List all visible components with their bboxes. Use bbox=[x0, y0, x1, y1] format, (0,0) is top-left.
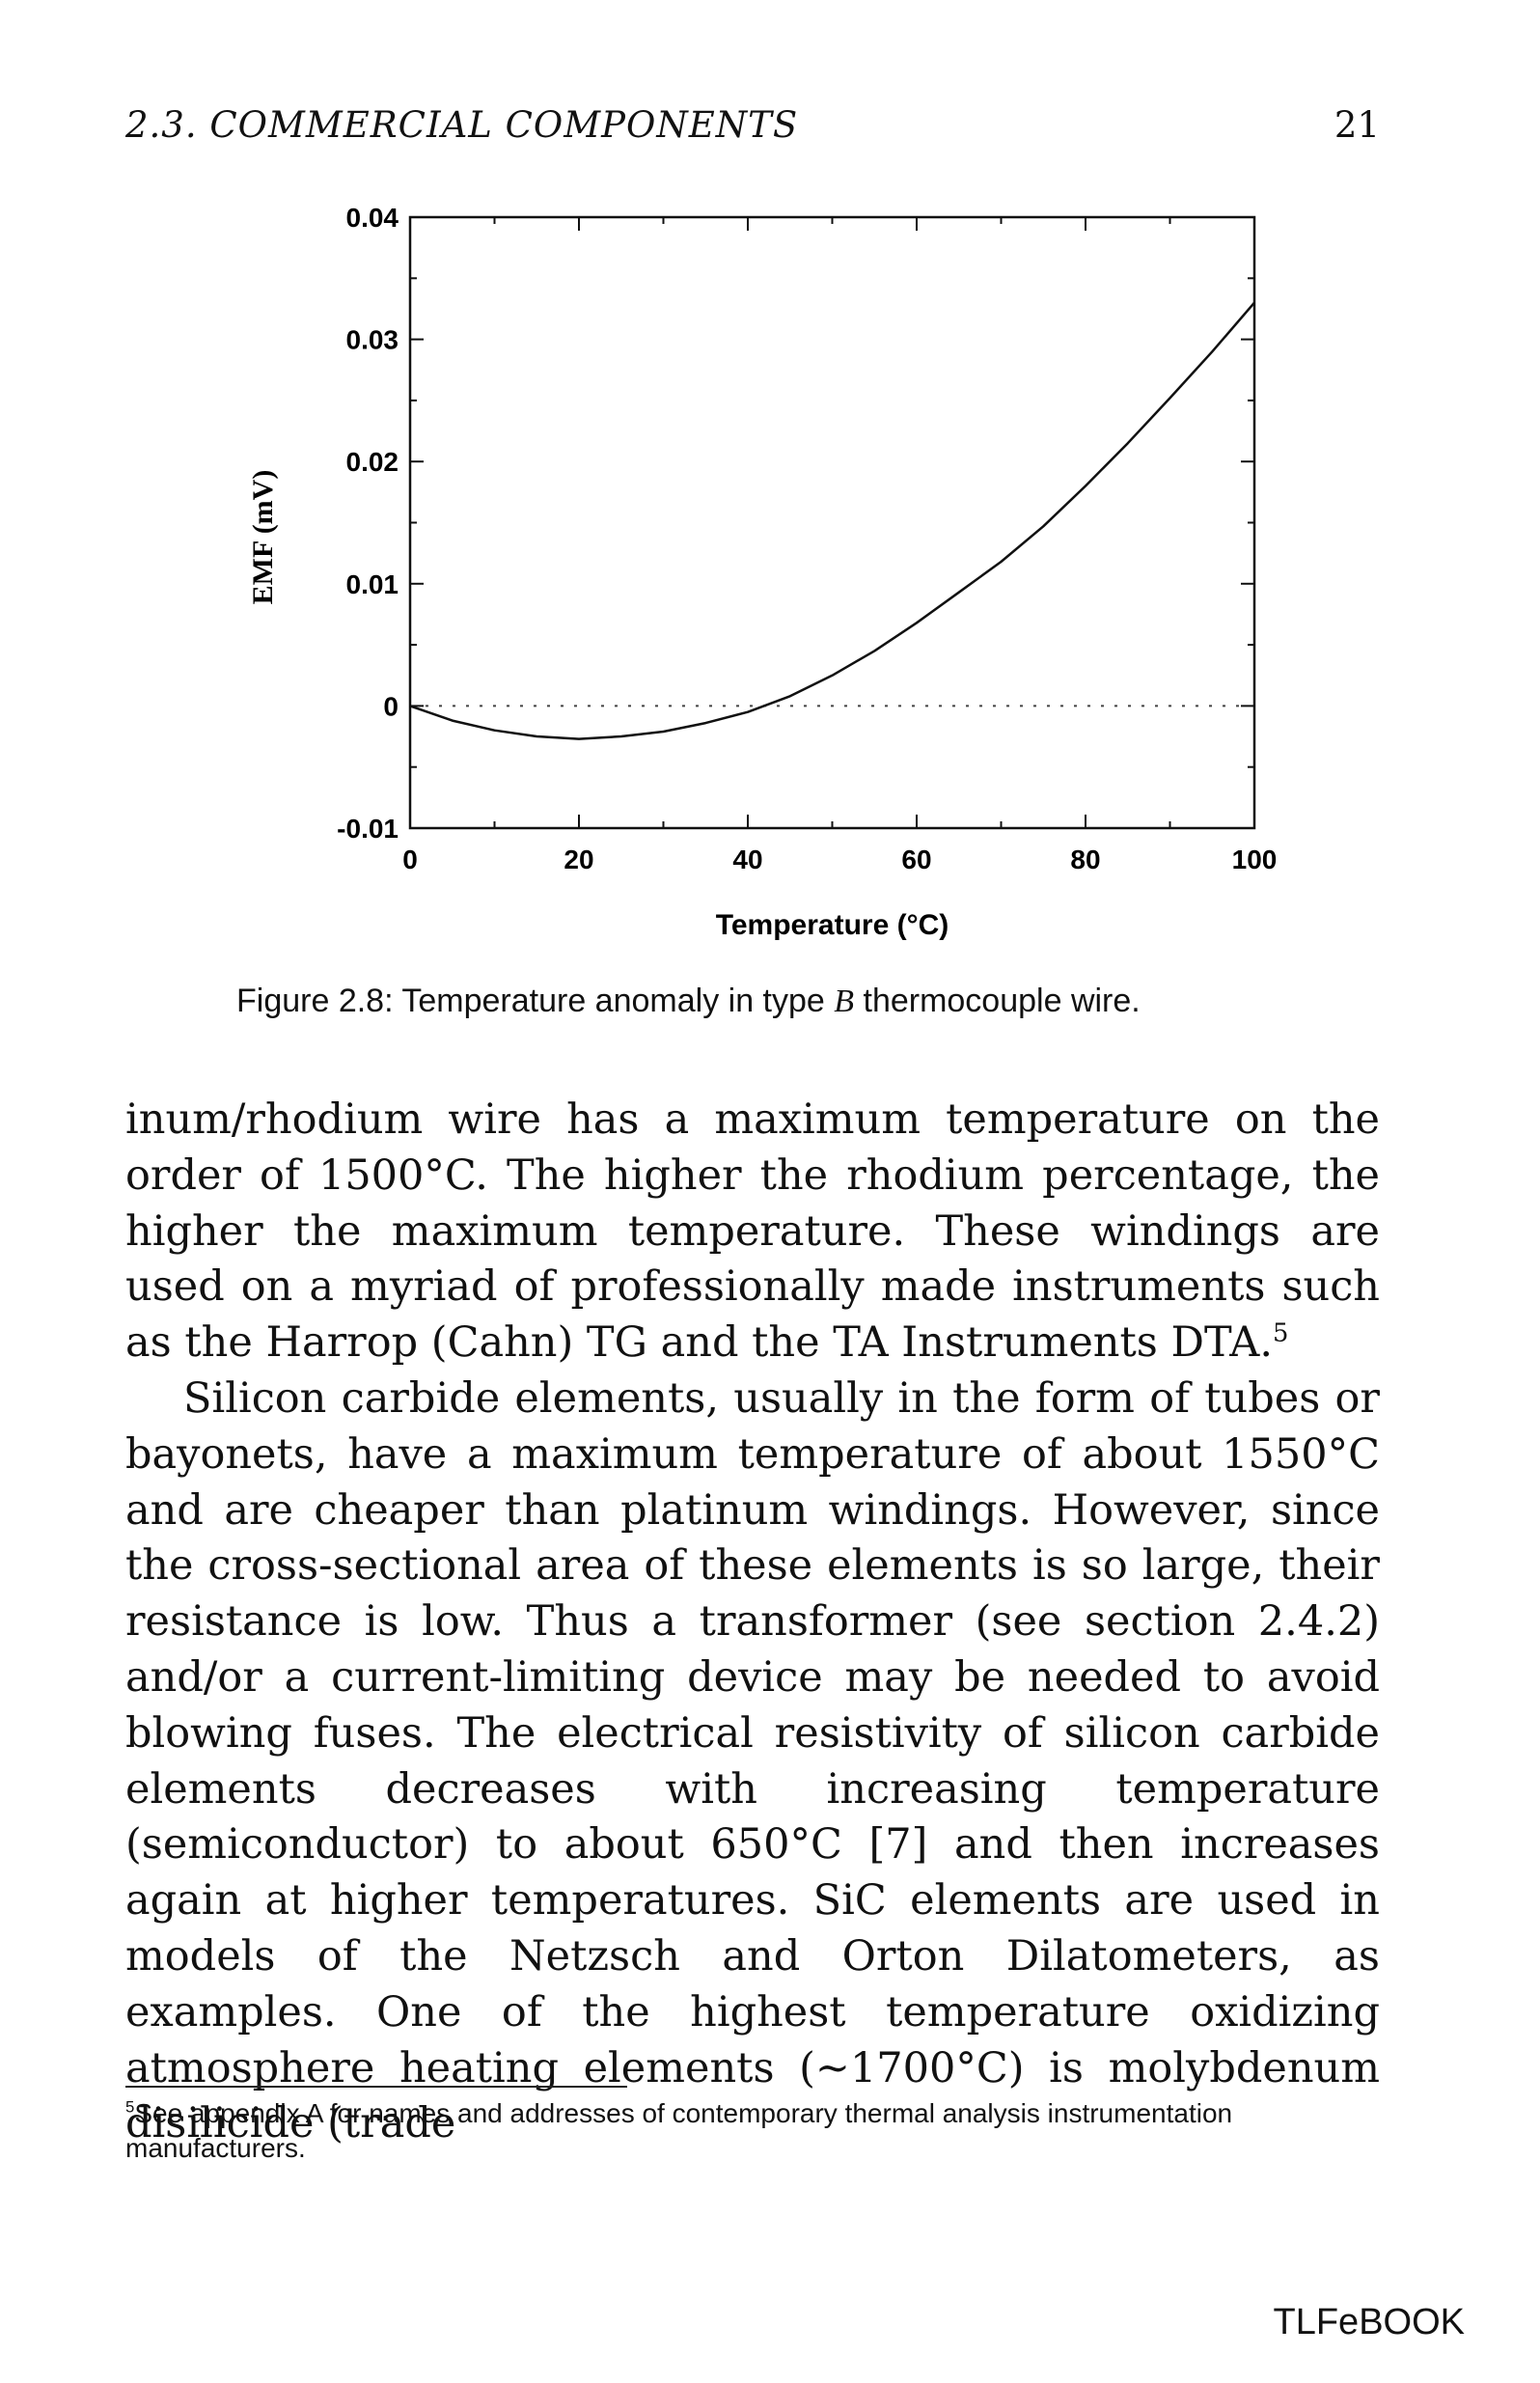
paragraph-1: inum/rhodium wire has a maximum temperat… bbox=[125, 1093, 1380, 1372]
x-tick-label: 20 bbox=[564, 845, 593, 874]
x-axis-label: Temperature (°C) bbox=[716, 909, 949, 941]
x-tick-label: 60 bbox=[901, 845, 931, 874]
emf-series-line bbox=[409, 301, 1255, 740]
caption-suffix: thermocouple wire. bbox=[854, 983, 1141, 1019]
x-tick-label: 80 bbox=[1070, 845, 1100, 874]
running-head: 2.3. COMMERCIAL COMPONENTS 21 bbox=[125, 104, 1380, 162]
watermark: TLFeBOOK bbox=[1273, 2302, 1466, 2342]
figure-caption: Figure 2.8: Temperature anomaly in type … bbox=[236, 983, 1141, 1020]
x-tick-label: 100 bbox=[1232, 845, 1278, 874]
y-tick-label: -0.01 bbox=[337, 814, 399, 844]
x-tick-label: 0 bbox=[402, 845, 418, 874]
x-tick-label: 40 bbox=[732, 845, 762, 874]
page-number: 21 bbox=[1334, 104, 1380, 146]
paragraph-2: Silicon carbide elements, usually in the… bbox=[125, 1373, 1380, 2148]
y-axis-label: EMF (mV) bbox=[247, 470, 279, 605]
footnote-reference: 5 bbox=[1273, 1318, 1289, 1348]
y-tick-label: 0.01 bbox=[346, 569, 399, 599]
body-text: inum/rhodium wire has a maximum temperat… bbox=[125, 1093, 1380, 2152]
y-tick-label: 0.03 bbox=[346, 325, 399, 355]
footnote-text: See appendix A for names and addresses o… bbox=[125, 2098, 1233, 2163]
y-tick-label: 0 bbox=[383, 691, 399, 721]
y-tick-label: 0.04 bbox=[346, 203, 399, 233]
y-tick-label: 0.02 bbox=[346, 447, 399, 477]
chapter-section-title: 2.3. COMMERCIAL COMPONENTS bbox=[125, 104, 799, 146]
caption-italic: B bbox=[834, 984, 855, 1019]
footnote-rule bbox=[125, 2086, 627, 2088]
footnote: 5See appendix A for names and addresses … bbox=[125, 2096, 1380, 2166]
footnote-mark: 5 bbox=[125, 2097, 135, 2117]
paragraph-1-text: inum/rhodium wire has a maximum temperat… bbox=[125, 1095, 1380, 1368]
caption-prefix: Figure 2.8: Temperature anomaly in type bbox=[236, 983, 835, 1019]
